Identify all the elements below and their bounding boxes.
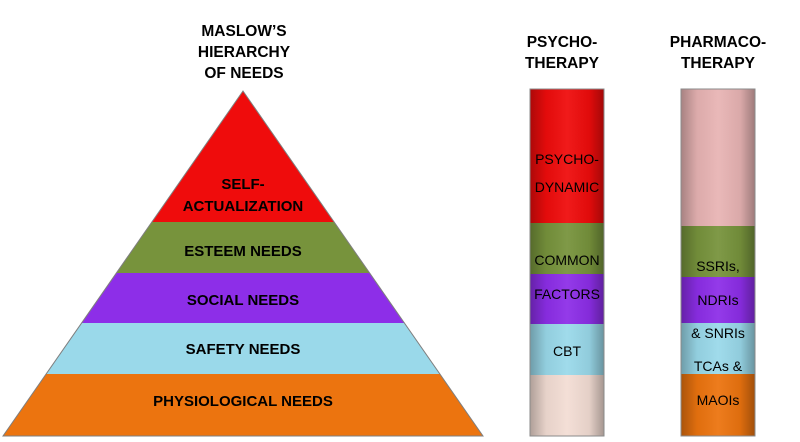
pyramid-label-self-actualization-1: SELF- bbox=[221, 176, 264, 193]
pharma-label-snris: & SNRIs bbox=[691, 325, 745, 341]
pharma-column-shading bbox=[681, 89, 755, 436]
psychotherapy-title-line-2: THERAPY bbox=[525, 55, 600, 72]
pyramid-outline bbox=[2, 90, 484, 437]
pharma-label-tcas: TCAs & bbox=[694, 358, 743, 374]
maslow-title-line-3: OF NEEDS bbox=[204, 65, 283, 82]
pharma-label-ssris: SSRIs, bbox=[696, 258, 740, 274]
psychotherapy-labels: PSYCHO- DYNAMIC COMMON FACTORS CBT bbox=[534, 151, 600, 359]
maslow-title-line-2: HIERARCHY bbox=[198, 44, 291, 61]
maslow-title: MASLOW’S HIERARCHY OF NEEDS bbox=[198, 23, 291, 82]
pyramid-labels: SELF- ACTUALIZATION ESTEEM NEEDS SOCIAL … bbox=[153, 176, 333, 410]
pharma-column-outline bbox=[680, 88, 756, 437]
psychotherapy-column bbox=[529, 88, 605, 437]
maslow-title-line-1: MASLOW’S bbox=[201, 23, 286, 40]
psycho-label-factors: FACTORS bbox=[534, 286, 600, 302]
maslow-pyramid bbox=[3, 91, 483, 436]
pyramid-label-safety: SAFETY NEEDS bbox=[186, 341, 301, 358]
pharma-label-maois: MAOIs bbox=[697, 392, 740, 408]
psycho-column-shading bbox=[530, 89, 604, 436]
pharmacotherapy-title: PHARMACO- THERAPY bbox=[670, 34, 766, 72]
pharmacotherapy-title-line-1: PHARMACO- bbox=[670, 34, 766, 51]
pharmacotherapy-title-line-2: THERAPY bbox=[681, 55, 756, 72]
psycho-label-common: COMMON bbox=[534, 252, 599, 268]
psychotherapy-title-line-1: PSYCHO- bbox=[527, 34, 598, 51]
pyramid-label-social: SOCIAL NEEDS bbox=[187, 292, 299, 309]
psycho-label-dynamic: DYNAMIC bbox=[535, 179, 600, 195]
pharmacotherapy-column bbox=[680, 88, 756, 437]
pyramid-label-esteem: ESTEEM NEEDS bbox=[184, 243, 302, 260]
psycho-column-outline bbox=[529, 88, 605, 437]
pyramid-label-physiological: PHYSIOLOGICAL NEEDS bbox=[153, 393, 333, 410]
pyramid-level-physiological bbox=[3, 374, 483, 436]
pharmacotherapy-labels: SSRIs, NDRIs & SNRIs TCAs & MAOIs bbox=[691, 258, 745, 408]
psycho-label-cbt: CBT bbox=[553, 343, 581, 359]
psycho-label-psycho: PSYCHO- bbox=[535, 151, 599, 167]
pharma-label-ndris: NDRIs bbox=[697, 292, 738, 308]
pyramid-label-self-actualization-2: ACTUALIZATION bbox=[183, 198, 304, 215]
psychotherapy-title: PSYCHO- THERAPY bbox=[525, 34, 600, 72]
pyramid-level-safety bbox=[3, 323, 483, 374]
